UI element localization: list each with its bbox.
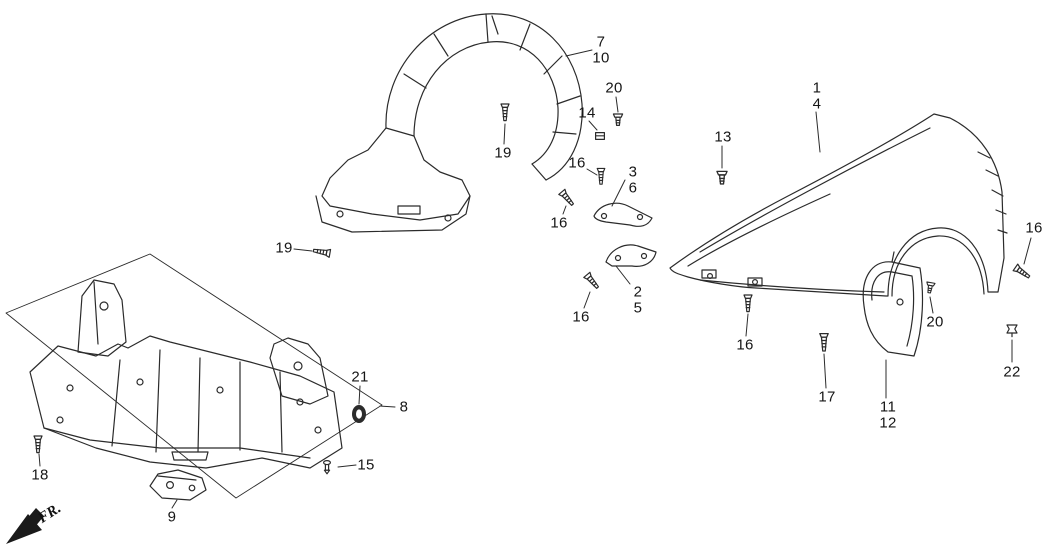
callout-4: 4 [812,95,822,113]
bracket-art [593,202,657,267]
fastener-icons [33,103,1032,475]
screw-icon [743,294,753,313]
callout-15: 15 [357,456,375,474]
screw-icon [500,103,510,122]
callout-16-b: 16 [550,214,568,232]
screw-icon [583,271,602,291]
clip-nut-icon [594,132,606,140]
callout-12: 12 [879,414,897,432]
grommet-icon [352,405,366,423]
screw-icon [33,435,43,454]
screw-icon [819,332,829,352]
push-clip-icon [612,113,624,127]
callout-3: 3 [628,163,638,181]
callout-19-a: 19 [494,144,512,162]
callout-16-c: 16 [572,308,590,326]
mud-guard-art [862,251,924,357]
splash-shield-art [5,253,383,501]
leader-lines [38,49,1032,509]
push-clip-icon [924,281,936,295]
fr-direction-arrow-icon [6,508,44,544]
callout-16-a: 16 [568,154,586,172]
callout-19-b: 19 [275,239,293,257]
screw-icon [558,188,577,208]
callout-14: 14 [578,104,596,122]
callout-16-d: 16 [1025,219,1043,237]
callout-16-e: 16 [736,336,754,354]
callout-7: 7 [596,33,606,51]
callout-9: 9 [167,508,177,526]
callout-20-a: 20 [605,79,623,97]
screw-icon [1012,263,1032,281]
callout-6: 6 [628,179,638,197]
grommet-clip-icon [1006,324,1018,338]
callout-8: 8 [399,398,409,416]
fender-art [669,113,1008,297]
callout-18: 18 [31,466,49,484]
callout-1: 1 [812,79,822,97]
screw-icon [312,245,332,258]
callout-17: 17 [818,388,836,406]
callout-10: 10 [592,49,610,67]
callout-13: 13 [714,128,732,146]
fender-liner-art [315,13,583,233]
callout-22: 22 [1003,363,1021,381]
callout-2: 2 [633,283,643,301]
callout-5: 5 [633,299,643,317]
screw-icon [596,167,606,185]
rivet-pin-icon [323,460,331,475]
callout-21: 21 [351,368,369,386]
callout-11: 11 [879,398,897,416]
callout-20-b: 20 [926,313,944,331]
push-clip-icon [716,170,728,185]
